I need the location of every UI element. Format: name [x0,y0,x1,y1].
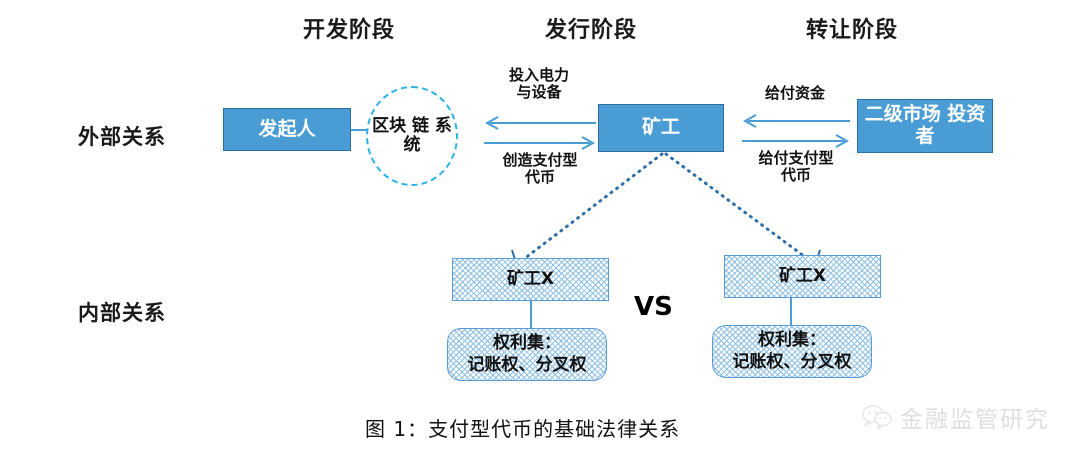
arrow-right-deliver-token [742,134,850,148]
node-rights-right: 权利集： 记账权、分叉权 [712,325,872,378]
watermark-text: 金融监管研究 [900,407,1050,433]
node-secondary-market-investor: 二级市场 投资者 [857,99,993,153]
flow-label-pay-funds: 给付资金 [764,84,825,102]
stage-header-transfer: 转让阶段 [806,18,899,43]
row-label-internal-relations: 内部关系 [78,301,166,325]
node-blockchain-system: 区块 链 系统 [366,86,458,186]
node-rights-left-label: 权利集： 记账权、分叉权 [467,333,587,375]
flow-label-deliver-payment-token: 给付支付型 代币 [758,149,834,185]
flow-label-power-equipment: 投入电力 与设备 [508,66,569,102]
row-label-external-relations: 外部关系 [78,125,166,149]
versus-label: VS [634,292,673,322]
node-rights-right-label: 权利集： 记账权、分叉权 [732,330,852,372]
watermark: 金融监管研究 [862,400,1050,434]
connector-miner-x-left-rights [530,301,532,328]
node-initiator: 发起人 [223,108,351,151]
arrow-left-power-equipment [484,116,596,130]
flow-label-create-payment-token: 创造支付型 代币 [502,151,578,187]
node-miner-x-right-label: 矿工X [778,265,827,286]
stage-header-development: 开发阶段 [303,18,396,43]
node-miner: 矿工 [598,104,724,152]
node-miner-x-right: 矿工X [724,255,881,298]
arrow-right-create-token [484,136,596,150]
node-rights-left: 权利集： 记账权、分叉权 [447,328,607,381]
node-miner-x-left-label: 矿工X [506,268,555,289]
connector-miner-x-right-rights [790,298,792,325]
node-miner-x-left: 矿工X [452,258,609,301]
connector-initiator-blockchain [351,129,367,131]
figure-caption: 图 1：支付型代币的基础法律关系 [365,417,681,441]
arrow-left-pay-funds [742,114,850,128]
stage-header-issuance: 发行阶段 [545,18,638,43]
wechat-icon [862,405,892,430]
